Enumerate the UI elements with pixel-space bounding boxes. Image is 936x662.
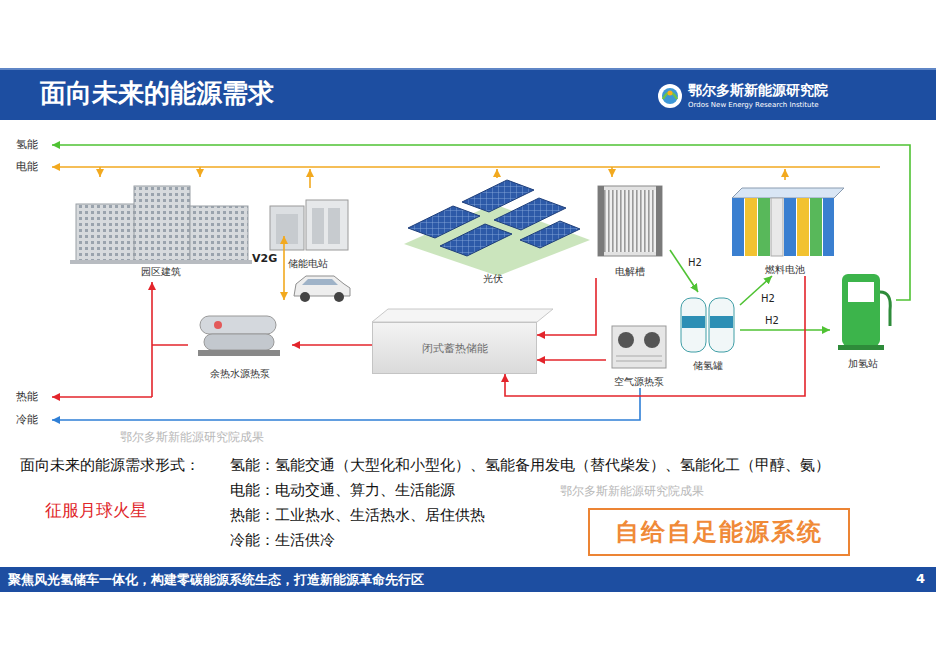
heat-line bbox=[151, 282, 153, 397]
power-feed bbox=[496, 169, 498, 178]
node-text: 自给自足能源系统 bbox=[615, 516, 823, 548]
node-text: 余热水源热泵 bbox=[210, 368, 270, 380]
demand-line: 热能：工业热水、生活热水、居住供热 bbox=[230, 506, 485, 524]
pv-panels-picture bbox=[404, 180, 590, 276]
building-picture bbox=[70, 186, 252, 264]
power-feed bbox=[99, 167, 101, 177]
car-picture bbox=[294, 276, 350, 302]
hydrogen-flow bbox=[740, 276, 772, 305]
building-node: 园区建筑 bbox=[68, 178, 253, 278]
heat-flow bbox=[537, 278, 596, 335]
demand-line: 电能：电动交通、算力、生活能源 bbox=[230, 481, 455, 499]
node-text: 储能电站 bbox=[288, 258, 328, 270]
pv-node: 光伏 bbox=[400, 178, 585, 285]
bus-name: 电能 bbox=[16, 160, 38, 173]
flow-label: H2 bbox=[763, 315, 781, 326]
heat-flow bbox=[505, 276, 805, 396]
power-feed bbox=[784, 169, 786, 180]
footer-band bbox=[0, 567, 936, 592]
v2g-arrow bbox=[283, 236, 285, 300]
bus-name: 氢能 bbox=[16, 138, 38, 151]
bus-name: 冷能 bbox=[16, 413, 38, 426]
flow-label: H2 bbox=[686, 257, 704, 268]
fuel-cell-picture bbox=[732, 188, 844, 256]
demand-heading: 面向未来的能源需求形式： bbox=[20, 456, 200, 474]
node-text: 电解槽 bbox=[615, 266, 645, 278]
header-band bbox=[0, 70, 936, 120]
cold-bus bbox=[52, 388, 640, 420]
node-text: 光伏 bbox=[483, 273, 503, 285]
heat-bus bbox=[52, 396, 152, 398]
node-text: 空气源热泵 bbox=[614, 376, 664, 388]
storage-top-face bbox=[372, 309, 553, 322]
storage-station-picture bbox=[270, 200, 348, 250]
flow-label: H2 bbox=[759, 293, 777, 304]
node-text: 燃料电池 bbox=[765, 264, 805, 276]
slide-title: 面向未来的能源需求 bbox=[40, 78, 274, 109]
org-name: 鄂尔多斯新能源研究院 bbox=[688, 82, 828, 99]
watermark: 鄂尔多斯新能源研究院成果 bbox=[560, 484, 704, 498]
air-heat-pump-node: 空气源热泵 bbox=[606, 322, 672, 388]
fuel-cell-node: 燃料电池 bbox=[722, 180, 848, 276]
demand-line: 氢能：氢能交通（大型化和小型化）、氢能备用发电（替代柴发）、氢能化工（甲醇、氨） bbox=[230, 456, 830, 474]
storage-station-node: 储能电站 bbox=[262, 188, 354, 270]
heat-pump-node: 余热水源热泵 bbox=[188, 310, 292, 380]
air-heat-pump-picture bbox=[612, 326, 666, 368]
electrolyzer-picture bbox=[598, 186, 662, 256]
node-text: 闭式蓄热储能 bbox=[422, 341, 488, 356]
org-name-english: Ordos New Energy Research Institute bbox=[688, 101, 819, 109]
heat-flow bbox=[537, 359, 606, 361]
hydrogen-station-picture bbox=[838, 274, 890, 350]
hydrogen-bus bbox=[52, 145, 910, 300]
hydrogen-tank-node: 储氢罐 bbox=[676, 292, 740, 372]
node-text: 加氢站 bbox=[848, 358, 878, 370]
heat-flow bbox=[292, 344, 372, 346]
v2g-label: V2G bbox=[252, 252, 277, 265]
power-feed bbox=[611, 167, 613, 177]
footer-text: 聚焦风光氢储车一体化，构建零碳能源系统生态，打造新能源革命先行区 bbox=[8, 572, 424, 587]
electric-bus bbox=[52, 166, 880, 168]
power-feed bbox=[199, 167, 201, 177]
heat-pump-picture bbox=[198, 316, 280, 356]
hydrogen-tanks-picture bbox=[681, 298, 734, 352]
header-rule bbox=[0, 68, 936, 70]
electrolyzer-node: 电解槽 bbox=[590, 178, 670, 278]
bus-name: 热能 bbox=[16, 390, 38, 403]
hydrogen-flow bbox=[670, 250, 698, 292]
demand-line: 冷能：生活供冷 bbox=[230, 531, 335, 549]
slogan: 征服月球火星 bbox=[45, 500, 147, 520]
node-text: 储氢罐 bbox=[693, 360, 723, 372]
callout-box: 自给自足能源系统 bbox=[588, 508, 850, 556]
page-number: 4 bbox=[916, 571, 925, 587]
power-feed bbox=[309, 169, 311, 188]
hydrogen-flow bbox=[740, 329, 830, 331]
logo bbox=[658, 84, 682, 108]
heat-line bbox=[152, 344, 188, 346]
node-text: 园区建筑 bbox=[141, 266, 181, 278]
watermark: 鄂尔多斯新能源研究院成果 bbox=[120, 430, 264, 444]
hydrogen-station-node: 加氢站 bbox=[830, 268, 896, 370]
heat-storage-box: 闭式蓄热储能 bbox=[372, 322, 537, 374]
